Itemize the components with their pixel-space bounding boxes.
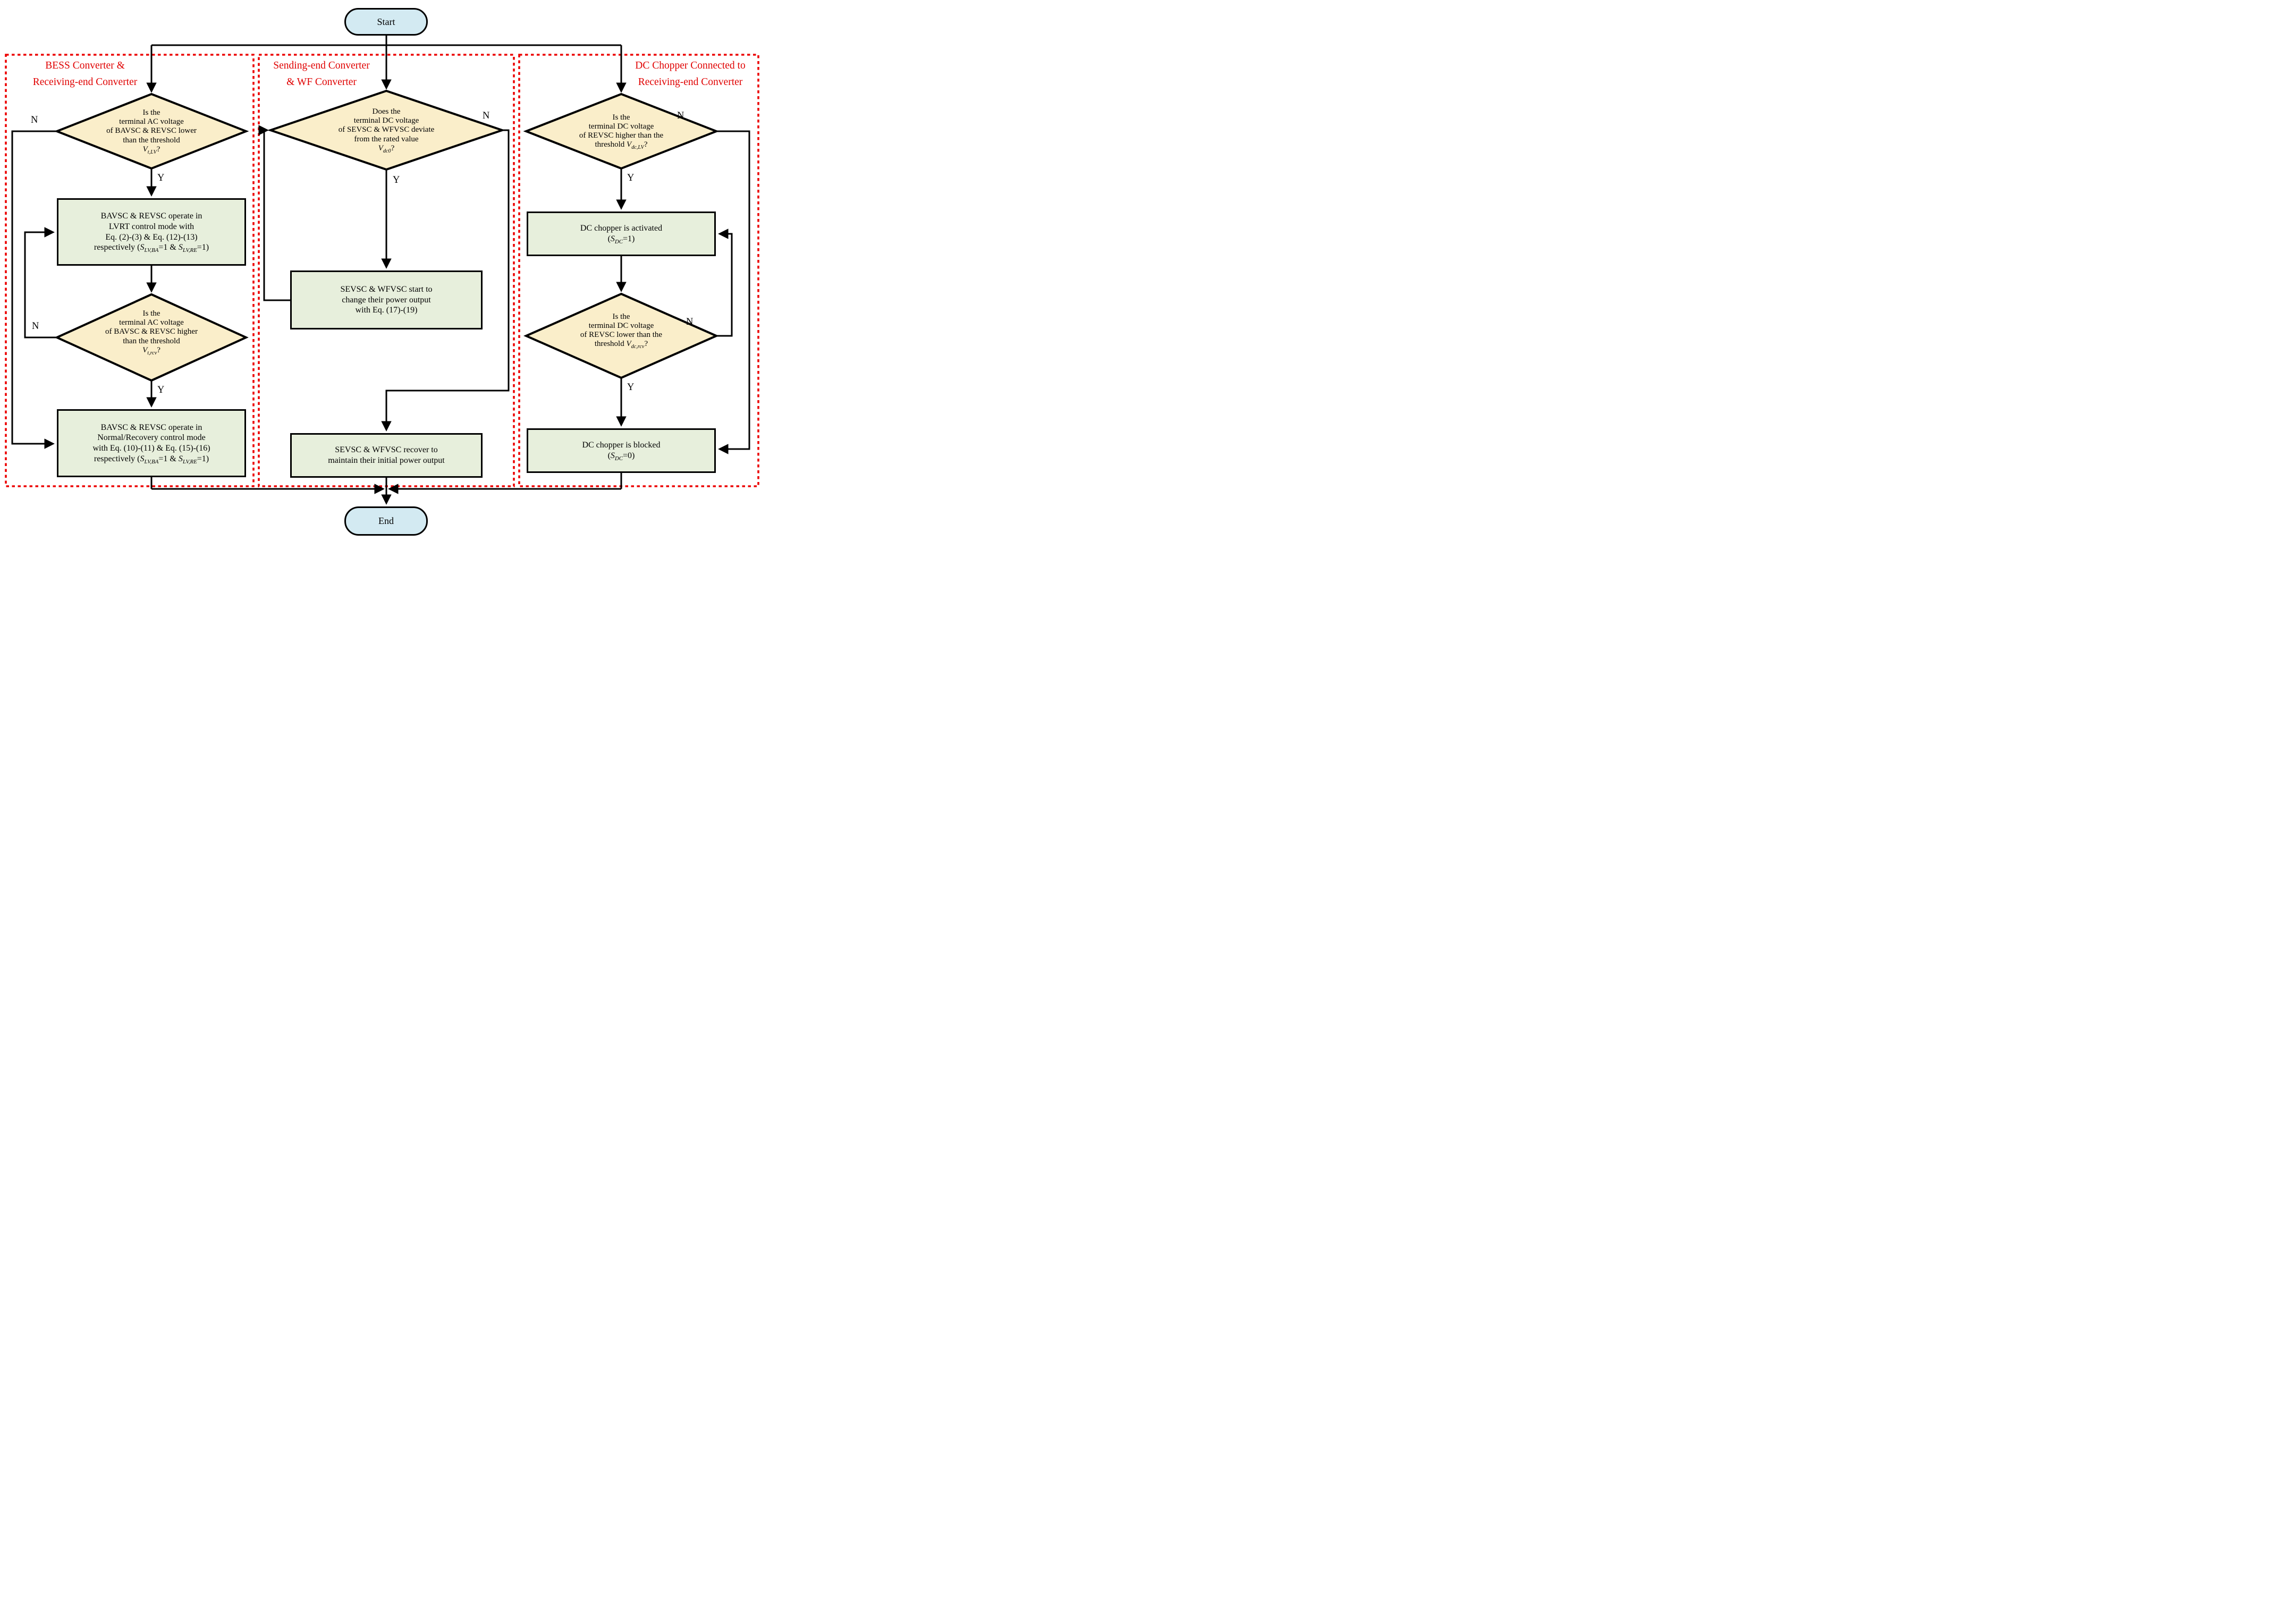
terminal-start: Start bbox=[344, 8, 428, 36]
column-header-bess: BESS Converter & Receiving-end Converter bbox=[13, 57, 157, 90]
terminal-end: End bbox=[344, 506, 428, 536]
edge-label-no-col1-decision2: N bbox=[32, 321, 39, 332]
edge-label-yes-col1-decision1: Y bbox=[157, 173, 165, 183]
column-header-line: BESS Converter & bbox=[45, 60, 125, 71]
column-header-dc-chopper: DC Chopper Connected to Receiving-end Co… bbox=[623, 57, 757, 90]
decision-shapes bbox=[54, 89, 720, 382]
edge-label-no-col3-decision2: N bbox=[686, 317, 694, 327]
process-dc-chopper-blocked: DC chopper is blocked(SDC=0) bbox=[527, 428, 716, 473]
column-header-line: DC Chopper Connected to bbox=[635, 60, 746, 71]
column-border-bess bbox=[5, 54, 255, 487]
column-header-sending-end: Sending-end Converter & WF Converter bbox=[255, 57, 388, 90]
edge-label-yes-col3-decision1: Y bbox=[627, 173, 635, 183]
edge-label-no-col1-decision1: N bbox=[31, 115, 38, 125]
column-header-line: Sending-end Converter bbox=[273, 60, 370, 71]
decision-diamond-col1-voltage-low bbox=[54, 92, 249, 170]
edge-col2-process1-loop-to-decision bbox=[258, 125, 290, 301]
decision-diamond-col3-dc-high bbox=[523, 92, 720, 170]
decision-diamond-col3-dc-low bbox=[523, 292, 719, 379]
edge-col1-decision2-no-loop bbox=[24, 227, 57, 339]
edge-label-yes-col3-decision2: Y bbox=[627, 382, 635, 393]
edge-col3-decision1-no-to-blocked bbox=[716, 130, 750, 454]
flow-arrows bbox=[11, 36, 750, 505]
edge-label-no-col2-decision: N bbox=[483, 111, 490, 121]
flowchart-canvas: Start End BESS Converter & Receiving-end… bbox=[0, 0, 761, 542]
process-dc-chopper-activated: DC chopper is activated(SDC=1) bbox=[527, 212, 716, 256]
column-header-line: & WF Converter bbox=[286, 77, 357, 88]
edge-label-yes-col1-decision2: Y bbox=[157, 385, 165, 395]
edge-col1-decision1-no-loop bbox=[11, 130, 57, 449]
decision-diamond-col2-dc-deviate bbox=[267, 89, 506, 171]
edge-col3-decision2-no-to-activated bbox=[716, 229, 733, 337]
edge-col2-decision-no-to-process2 bbox=[381, 129, 510, 432]
edge-label-no-col3-decision1: N bbox=[677, 111, 684, 121]
decision-diamond-col1-voltage-high bbox=[54, 293, 249, 382]
column-header-line: Receiving-end Converter bbox=[32, 77, 138, 88]
column-header-line: Receiving-end Converter bbox=[638, 77, 743, 88]
column-border-dc-chopper bbox=[518, 54, 759, 487]
flow-connectors-layer bbox=[5, 36, 759, 505]
edge-label-yes-col2-decision: Y bbox=[393, 175, 400, 185]
